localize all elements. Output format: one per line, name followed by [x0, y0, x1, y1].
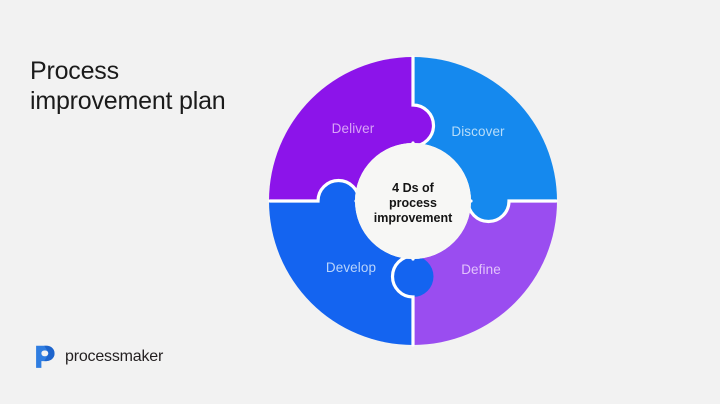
page-title: Process improvement plan — [30, 56, 290, 116]
center-text-line-1: 4 Ds of — [392, 181, 435, 195]
title-line-2: improvement plan — [30, 87, 226, 115]
segment-label-deliver: Deliver — [332, 121, 375, 136]
center-text-line-3: improvement — [374, 211, 453, 225]
title-line-1: Process — [30, 57, 119, 85]
center-text-line-2: process — [389, 196, 437, 210]
processmaker-logo[interactable]: processmaker — [30, 344, 163, 370]
segment-label-define: Define — [461, 262, 501, 277]
segment-label-discover: Discover — [451, 124, 505, 139]
processmaker-wordmark: processmaker — [65, 348, 164, 365]
processmaker-logo-icon — [36, 345, 55, 368]
center-hub — [355, 143, 471, 259]
puzzle-ring-diagram: Deliver Discover Define Develop 4 Ds of … — [263, 50, 563, 352]
segment-label-develop: Develop — [326, 260, 376, 275]
